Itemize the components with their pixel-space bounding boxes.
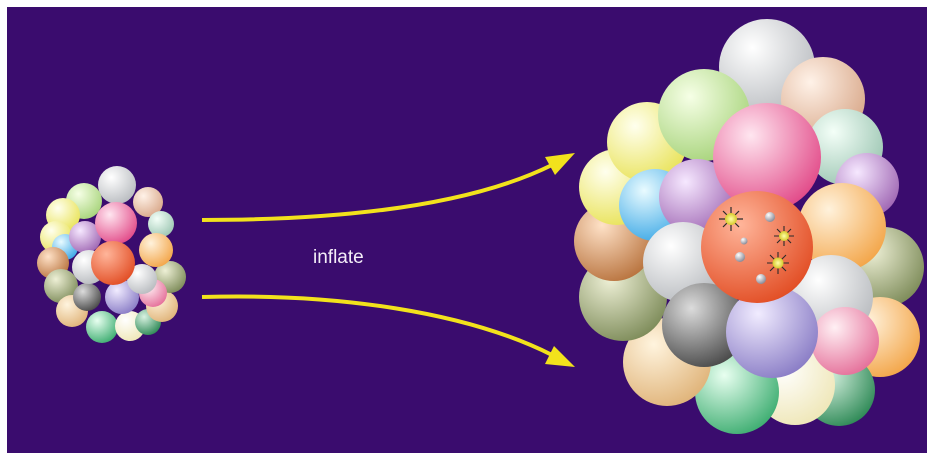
orange-sphere-with-sparkles-icon	[701, 191, 813, 303]
particle-dot	[735, 252, 745, 262]
inflation-diagram: inflate	[37, 19, 924, 434]
particle-dot	[740, 237, 748, 245]
sparkle-icon	[719, 207, 743, 231]
sparkle-icon	[774, 226, 794, 246]
inflate-label: inflate	[313, 247, 364, 268]
sparkle-icon	[767, 252, 789, 274]
particle-dot	[765, 212, 775, 222]
lower-arrow-icon	[201, 294, 575, 367]
small-sphere-cluster-icon	[37, 166, 186, 343]
upper-arrow-icon	[201, 153, 575, 222]
diagram-canvas: inflate	[7, 7, 927, 453]
particle-dot	[756, 274, 766, 284]
large-sphere-cluster-icon	[574, 19, 924, 434]
